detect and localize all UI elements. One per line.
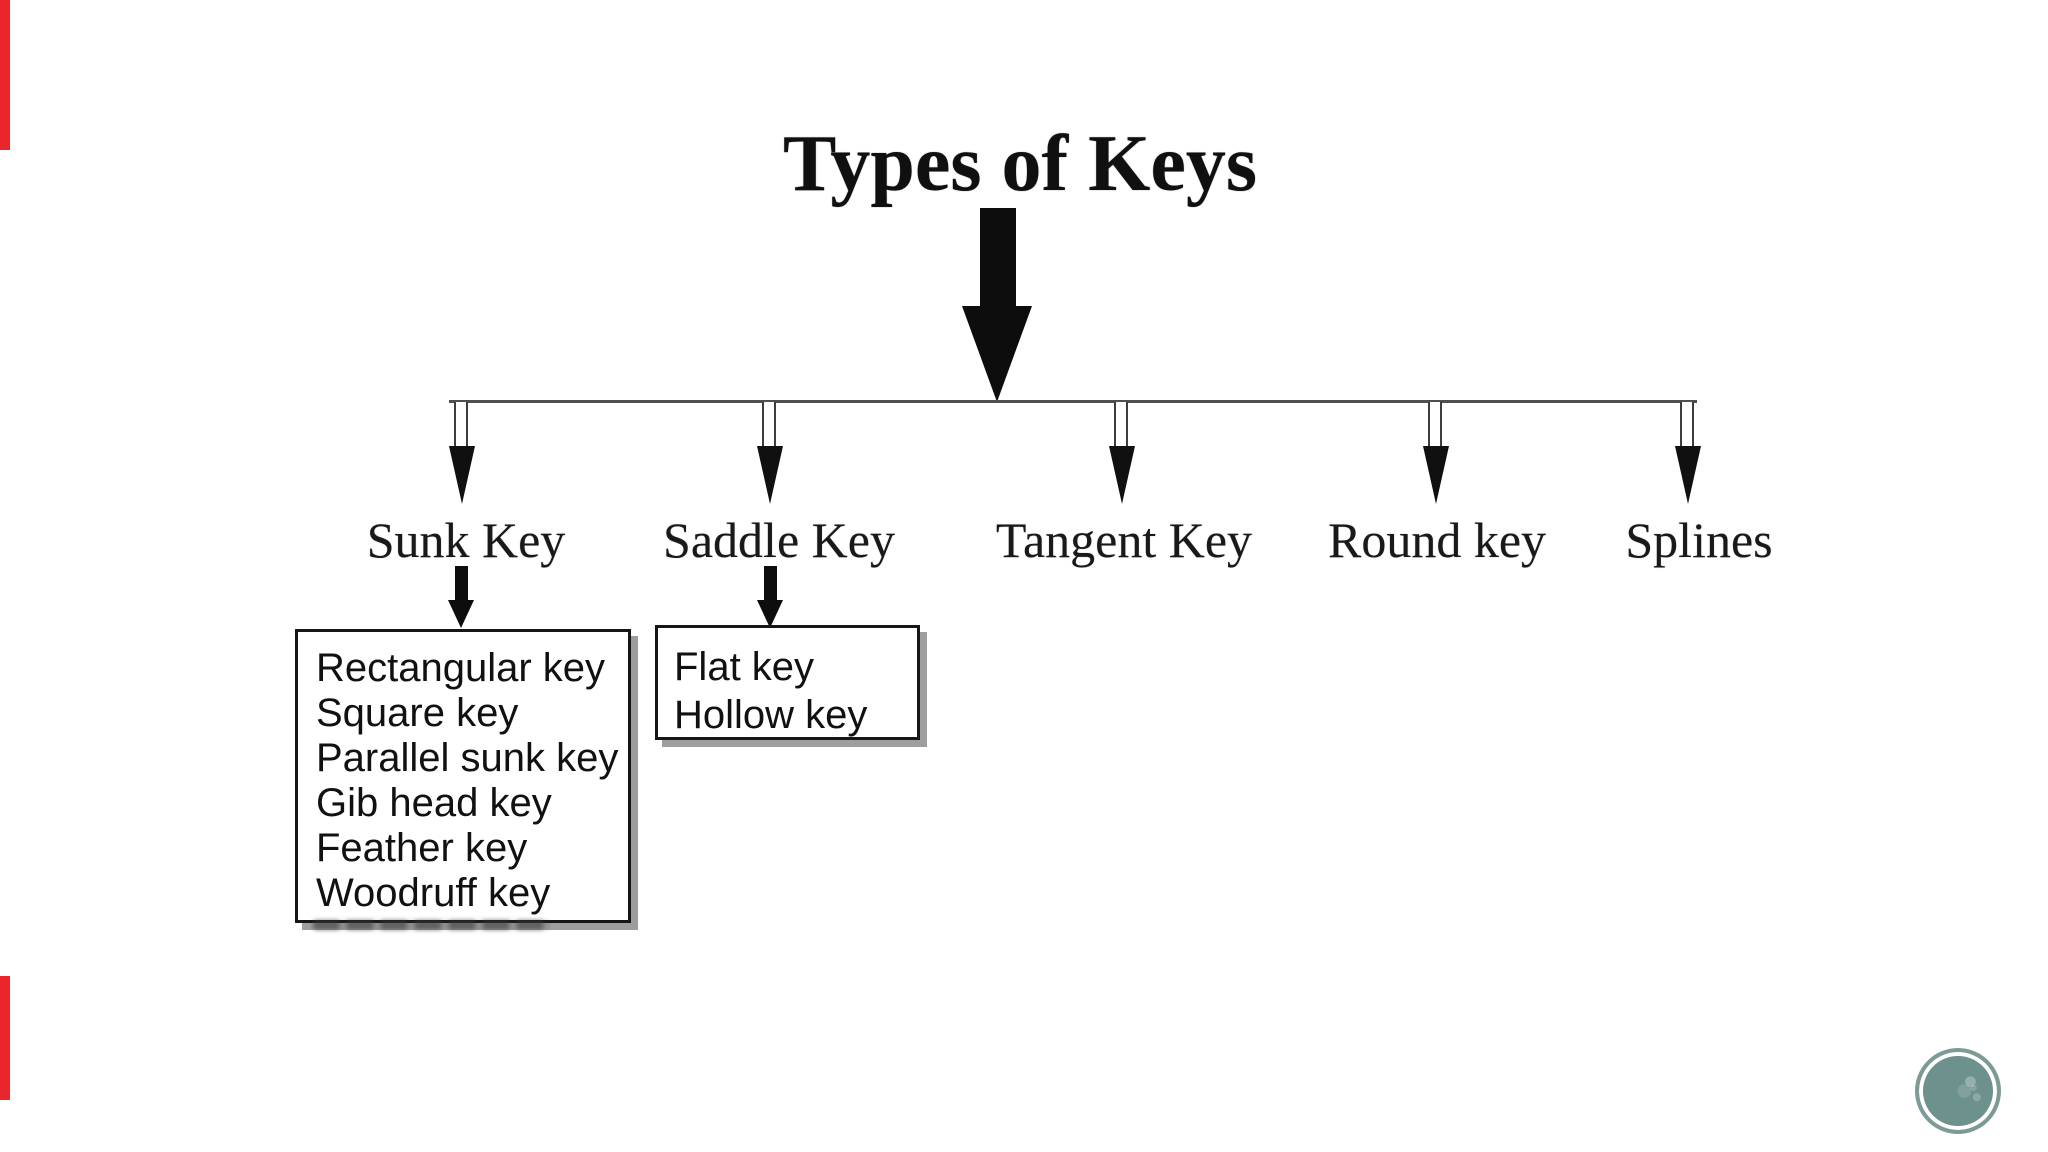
sunk-key-box: Rectangular key Square key Parallel sunk… (295, 629, 631, 923)
diagram-title: Types of Keys (782, 120, 1258, 208)
saddle-key-arrow-head (757, 600, 783, 628)
connector-saddle (762, 402, 776, 448)
list-item: Woodruff key (316, 871, 551, 915)
branch-label-sunk-key: Sunk Key (366, 512, 566, 568)
branch-label-round-key: Round key (1327, 512, 1547, 568)
connector-sunk (454, 402, 468, 448)
cutoff-text-artifact (313, 920, 550, 930)
thin-down-arrow-icon-saddle (757, 446, 783, 504)
branch-connector-line (449, 400, 1697, 403)
list-item: Flat key (674, 645, 815, 689)
connector-tangent (1114, 402, 1128, 448)
sunk-key-arrow-head (448, 600, 474, 628)
sunk-key-arrow-shaft (455, 566, 468, 604)
channel-logo-badge (1915, 1048, 2001, 1134)
list-item: Square key (316, 691, 519, 735)
list-item: Hollow key (674, 693, 868, 737)
left-edge-accent-bottom (0, 976, 10, 1100)
branch-label-tangent-key: Tangent Key (995, 512, 1253, 568)
saddle-key-box: Flat key Hollow key (655, 625, 920, 740)
thin-down-arrow-icon-splines (1675, 446, 1701, 504)
thin-down-arrow-icon-sunk (449, 446, 475, 504)
branch-label-splines: Splines (1625, 512, 1773, 568)
thin-down-arrow-icon-tangent (1109, 446, 1135, 504)
saddle-key-arrow-shaft (764, 566, 777, 604)
branch-label-saddle-key: Saddle Key (663, 512, 895, 568)
list-item: Parallel sunk key (316, 736, 619, 780)
connector-round (1428, 402, 1442, 448)
connector-splines (1680, 402, 1694, 448)
list-item: Gib head key (316, 781, 552, 825)
main-down-arrow-head (962, 306, 1032, 402)
list-item: Rectangular key (316, 646, 606, 690)
list-item: Feather key (316, 826, 528, 870)
thin-down-arrow-icon-round (1423, 446, 1449, 504)
main-down-arrow-shaft (980, 208, 1016, 308)
left-edge-accent-top (0, 0, 10, 150)
